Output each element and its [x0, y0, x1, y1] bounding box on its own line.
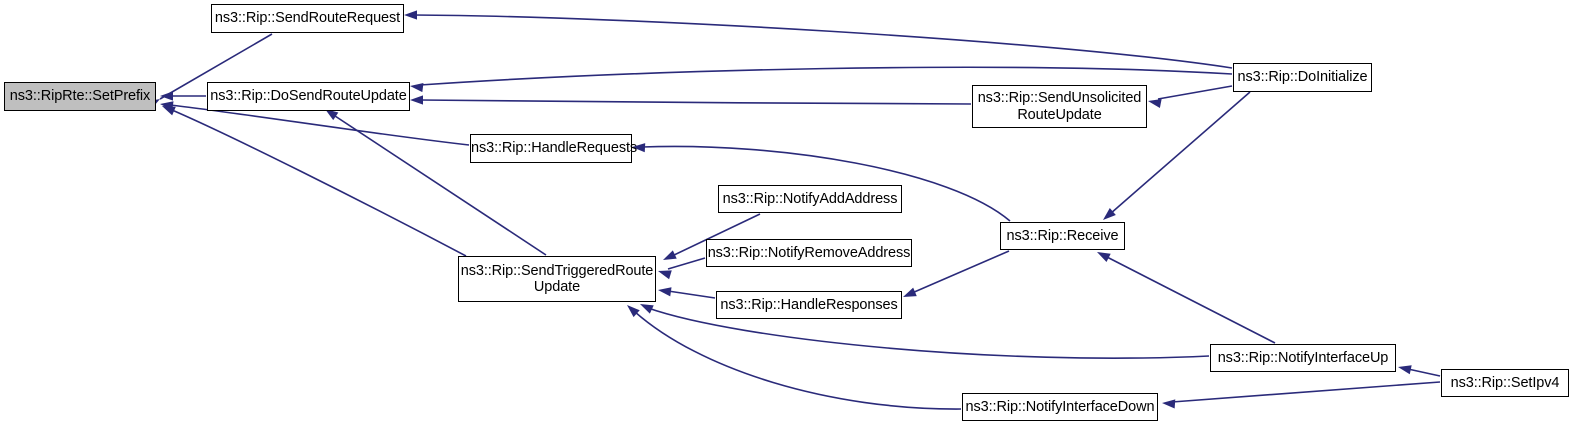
- arrowhead: [404, 10, 417, 20]
- graph-node-handlerequests[interactable]: ns3::Rip::HandleRequests: [470, 134, 638, 163]
- graph-node-setipv4[interactable]: ns3::Rip::SetIpv4: [1441, 369, 1569, 397]
- arrowhead: [1148, 98, 1162, 108]
- graph-edge-doinitialize-to-sendunsolicited: [1148, 85, 1233, 108]
- graph-node-label: ns3::Rip::HandleRequests: [471, 140, 638, 157]
- graph-node-label: ns3::Rip::SendTriggeredRoute Update: [460, 262, 654, 295]
- arrowhead: [658, 287, 672, 297]
- graph-node-notifyremoveaddress[interactable]: ns3::Rip::NotifyRemoveAddress: [706, 239, 912, 267]
- graph-edge-notifyremoveaddress-to-sendtriggered: [658, 257, 706, 280]
- graph-node-receive[interactable]: ns3::Rip::Receive: [1000, 222, 1125, 250]
- graph-node-handleresponses[interactable]: ns3::Rip::HandleResponses: [716, 291, 902, 319]
- graph-node-doinitialize[interactable]: ns3::Rip::DoInitialize: [1233, 63, 1372, 92]
- graph-node-label: ns3::Rip::NotifyInterfaceDown: [965, 398, 1155, 415]
- graph-node-notifyinterfacedown[interactable]: ns3::Rip::NotifyInterfaceDown: [962, 393, 1158, 421]
- graph-node-label: ns3::Rip::DoInitialize: [1237, 69, 1368, 86]
- arrowhead: [663, 250, 677, 260]
- arrowhead: [1398, 365, 1412, 375]
- arrowhead: [160, 91, 173, 101]
- graph-node-label: ns3::RipRte::SetPrefix: [9, 88, 151, 105]
- graph-edge-sendunsolicited-to-dosendrouteupdate: [410, 95, 972, 105]
- graph-edge-sendtriggeredrouteupdate-to-setprefix: [162, 106, 467, 257]
- graph-node-label: ns3::Rip::Receive: [1006, 227, 1119, 244]
- arrowhead: [162, 106, 176, 116]
- graph-node-label: ns3::Rip::SendRouteRequest: [214, 10, 401, 27]
- graph-node-label: ns3::Rip::DoSendRouteUpdate: [210, 88, 407, 105]
- graph-edge-setipv4-to-notifyinterfaceup: [1398, 365, 1441, 377]
- graph-node-label: ns3::Rip::SetIpv4: [1450, 374, 1560, 391]
- graph-node-sendunsolicitedrouteupdate[interactable]: ns3::Rip::SendUnsolicited RouteUpdate: [972, 85, 1147, 128]
- arrowhead: [410, 95, 423, 105]
- graph-node-label: ns3::Rip::SendUnsolicited RouteUpdate: [977, 90, 1142, 123]
- graph-node-notifyinterfaceup[interactable]: ns3::Rip::NotifyInterfaceUp: [1210, 344, 1396, 372]
- graph-edge-sendtriggeredrouteupdate-to-dosendrouteupdate: [325, 109, 547, 256]
- arrowhead: [160, 101, 174, 111]
- graph-edge-handleresponses-to-sendtriggered: [658, 287, 716, 299]
- graph-node-label: ns3::Rip::NotifyInterfaceUp: [1217, 349, 1389, 366]
- graph-node-dosendrouteupdate[interactable]: ns3::Rip::DoSendRouteUpdate: [207, 82, 410, 111]
- graph-node-setprefix[interactable]: ns3::RipRte::SetPrefix: [4, 82, 156, 111]
- arrowhead: [658, 270, 672, 280]
- graph-edge-doinitialize-to-sendrouterequest: [404, 10, 1233, 69]
- graph-edge-setipv4-to-notifyinterfacedown: [1162, 381, 1441, 409]
- graph-node-sendrouterequest[interactable]: ns3::Rip::SendRouteRequest: [211, 4, 404, 33]
- graph-node-label: ns3::Rip::HandleResponses: [720, 296, 898, 313]
- arrowhead: [903, 287, 917, 297]
- arrowhead: [410, 83, 424, 93]
- graph-node-label: ns3::Rip::NotifyRemoveAddress: [707, 244, 911, 261]
- graph-node-label: ns3::Rip::NotifyAddAddress: [722, 190, 898, 207]
- graph-node-sendtriggeredrouteupdate[interactable]: ns3::Rip::SendTriggeredRoute Update: [458, 256, 656, 302]
- graph-edge-notifyinterfaceup-to-receive: [1097, 252, 1276, 344]
- graph-node-notifyaddaddress[interactable]: ns3::Rip::NotifyAddAddress: [718, 185, 902, 213]
- arrowhead: [1097, 252, 1111, 263]
- arrowhead: [627, 305, 640, 318]
- graph-edge-receive-to-handleresponses: [903, 250, 1010, 297]
- arrowhead: [1162, 399, 1176, 409]
- graph-edge-dosendrouteupdate-to-setprefix: [160, 91, 206, 101]
